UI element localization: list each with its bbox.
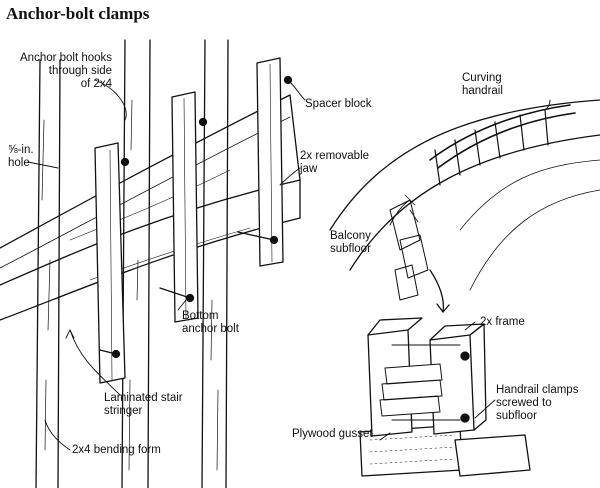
leader-lines-right-top [390, 100, 550, 225]
label-bending-form: 2x4 bending form [72, 444, 161, 456]
label-line: Laminated stair [104, 392, 183, 404]
label-line: screwed to [496, 397, 552, 409]
curving-handrail-clamps [390, 105, 575, 300]
label-line: subfloor [496, 410, 537, 422]
label-2x-frame: 2x frame [480, 316, 525, 328]
clamp-jaws [95, 58, 292, 383]
figure-title: Anchor-bolt clamps [6, 4, 150, 23]
label-line: handrail [462, 85, 503, 97]
label-handrail-clamps: Handrail clamps screwed to subfloor [496, 384, 578, 423]
label-line: Balcony [330, 230, 371, 242]
label-laminated-stringer: Laminated stair stringer [104, 392, 183, 418]
label-hole: ⅝-in. hole [8, 144, 34, 170]
label-anchor-bolt-hooks: Anchor bolt hooks through side of 2x4 [20, 52, 112, 91]
leader-lines-right-bottom [380, 322, 495, 440]
label-curving-handrail: Curving handrail [462, 72, 503, 98]
label-line: Curving [462, 72, 502, 84]
label-plywood-gusset: Plywood gusset [292, 428, 373, 440]
label-line: Bottom [182, 310, 219, 322]
label-line: Handrail clamps [496, 384, 579, 396]
balcony-subfloor [330, 100, 600, 290]
label-line: hole [8, 157, 30, 169]
label-line: 2x removable [300, 150, 370, 162]
leader-lines-left [28, 80, 305, 450]
label-line: jaw [300, 163, 318, 175]
label-balcony-subfloor: Balcony subfloor [330, 230, 371, 256]
label-line: stringer [104, 405, 143, 417]
label-line: Anchor bolt hooks [20, 52, 113, 64]
curve-arrow [430, 270, 449, 312]
label-line: anchor bolt [182, 323, 239, 335]
label-removable-jaw: 2x removable jaw [300, 150, 369, 176]
label-line: ⅝-in. [8, 144, 34, 156]
label-line: of 2x4 [80, 78, 113, 90]
label-line: through side [48, 65, 113, 77]
label-spacer-block: Spacer block [305, 98, 372, 110]
label-bottom-anchor-bolt: Bottom anchor bolt [182, 310, 239, 336]
bending-form-posts [36, 40, 228, 488]
label-line: subfloor [330, 243, 371, 255]
handrail-clamp-detail [360, 318, 530, 476]
